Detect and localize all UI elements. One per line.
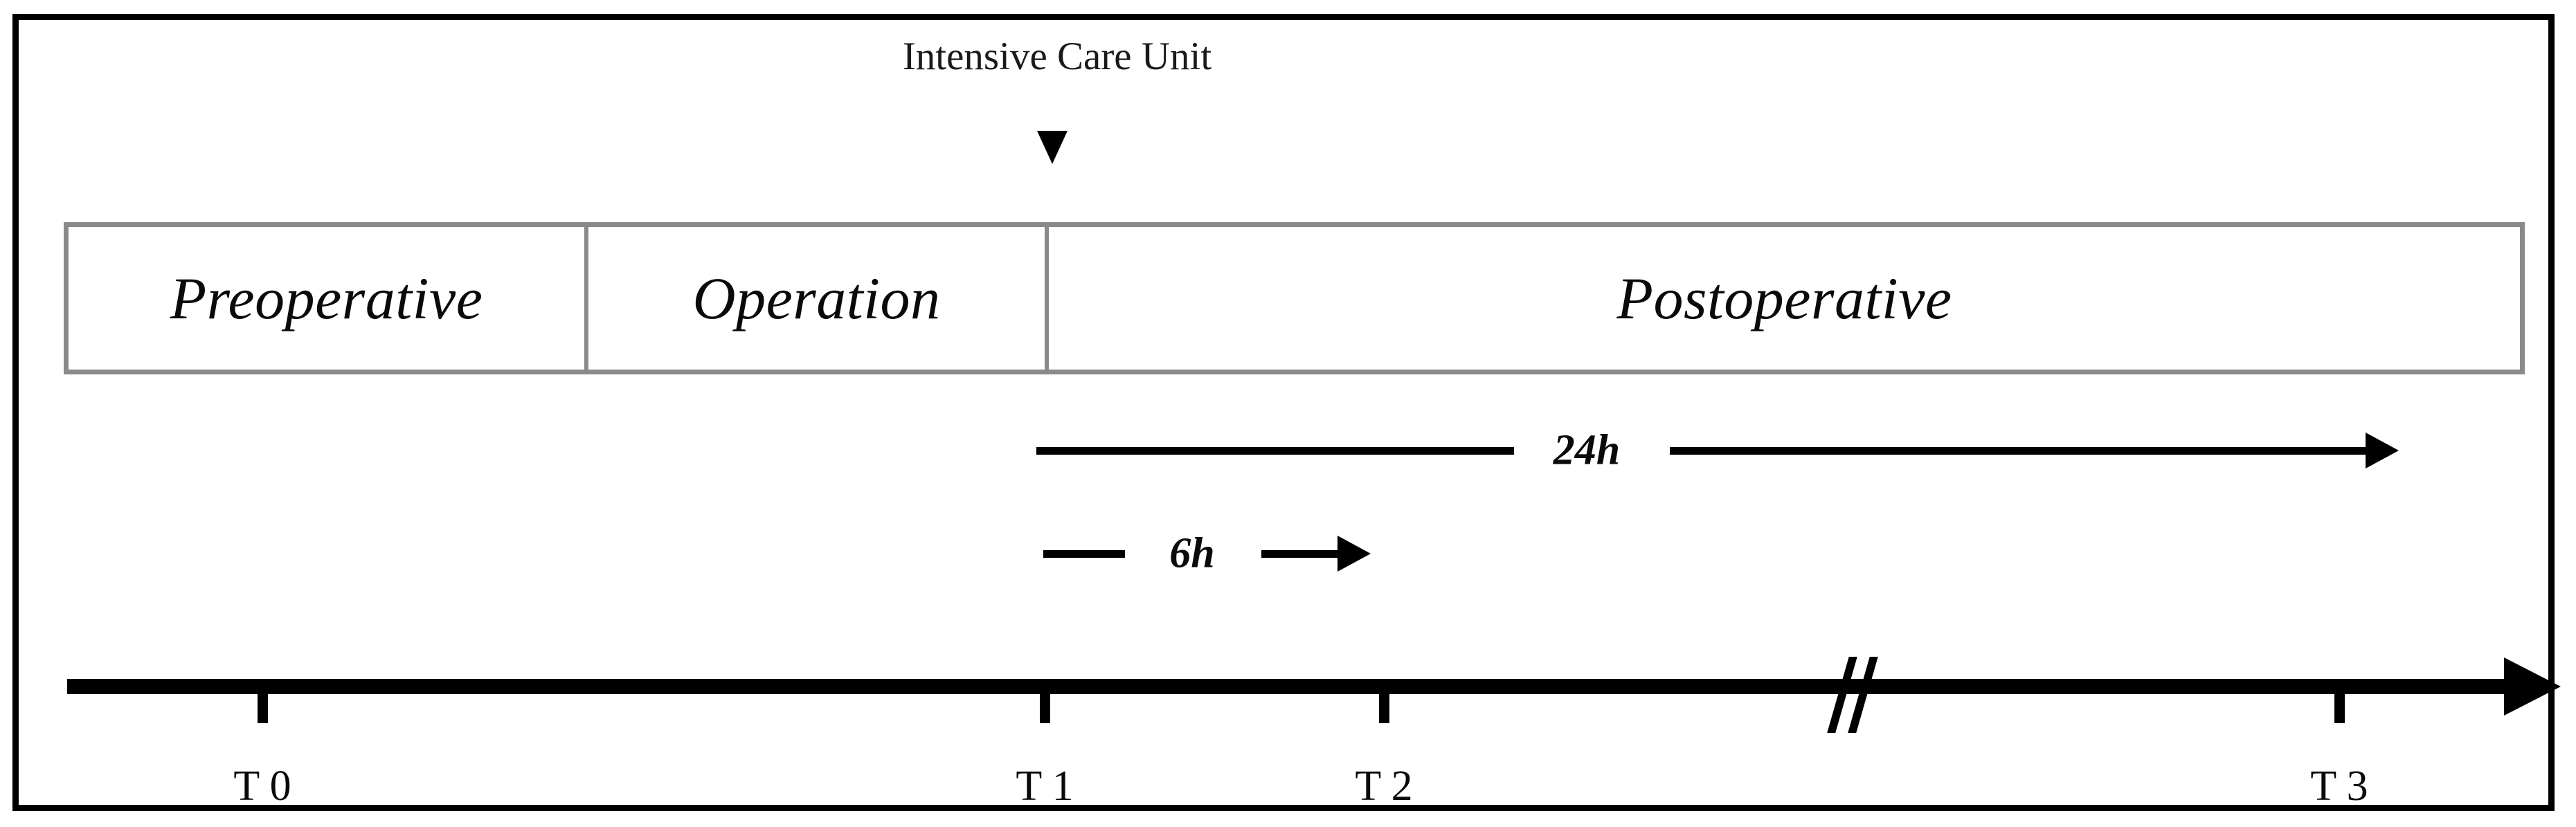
arrow-head-icon-6h (1337, 536, 1371, 572)
phase-cell-preoperative: Preoperative (69, 227, 584, 370)
axis-tick-label-t0: T 0 (233, 763, 291, 810)
duration-6h-segment-left (1043, 550, 1125, 558)
duration-24h-segment-left (1036, 447, 1514, 455)
axis-tick-label-t3: T 3 (2310, 763, 2368, 810)
phase-label-postoperative: Postoperative (1616, 265, 1952, 331)
down-triangle-marker-icon (1037, 131, 1068, 164)
arrow-head-icon-24h (2366, 433, 2399, 469)
duration-6h-label: 6h (1169, 529, 1215, 577)
axis-break-icon (1824, 657, 1886, 733)
phase-cell-operation: Operation (584, 227, 1045, 370)
duration-24h-label: 24h (1553, 426, 1621, 474)
phase-band: Preoperative Operation Postoperative (64, 222, 2525, 374)
axis-tick-t1 (1040, 693, 1050, 723)
phase-label-operation: Operation (692, 265, 941, 331)
figure-outer-frame: Intensive Care Unit Preoperative Operati… (12, 14, 2561, 811)
duration-6h-segment-right (1261, 550, 1343, 558)
phase-label-preoperative: Preoperative (170, 265, 483, 331)
axis-tick-t2 (1379, 693, 1389, 723)
axis-tick-label-t1: T 1 (1016, 763, 1074, 810)
phase-cell-postoperative: Postoperative (1045, 227, 2520, 370)
axis-tick-label-t2: T 2 (1355, 763, 1413, 810)
axis-tick-t0 (258, 693, 268, 723)
intensive-care-unit-label: Intensive Care Unit (902, 35, 1212, 78)
axis-tick-t3 (2334, 693, 2345, 723)
timeline-axis-line (67, 679, 2511, 694)
duration-24h-segment-right (1670, 447, 2372, 455)
arrow-head-icon-timeline (2504, 657, 2561, 716)
